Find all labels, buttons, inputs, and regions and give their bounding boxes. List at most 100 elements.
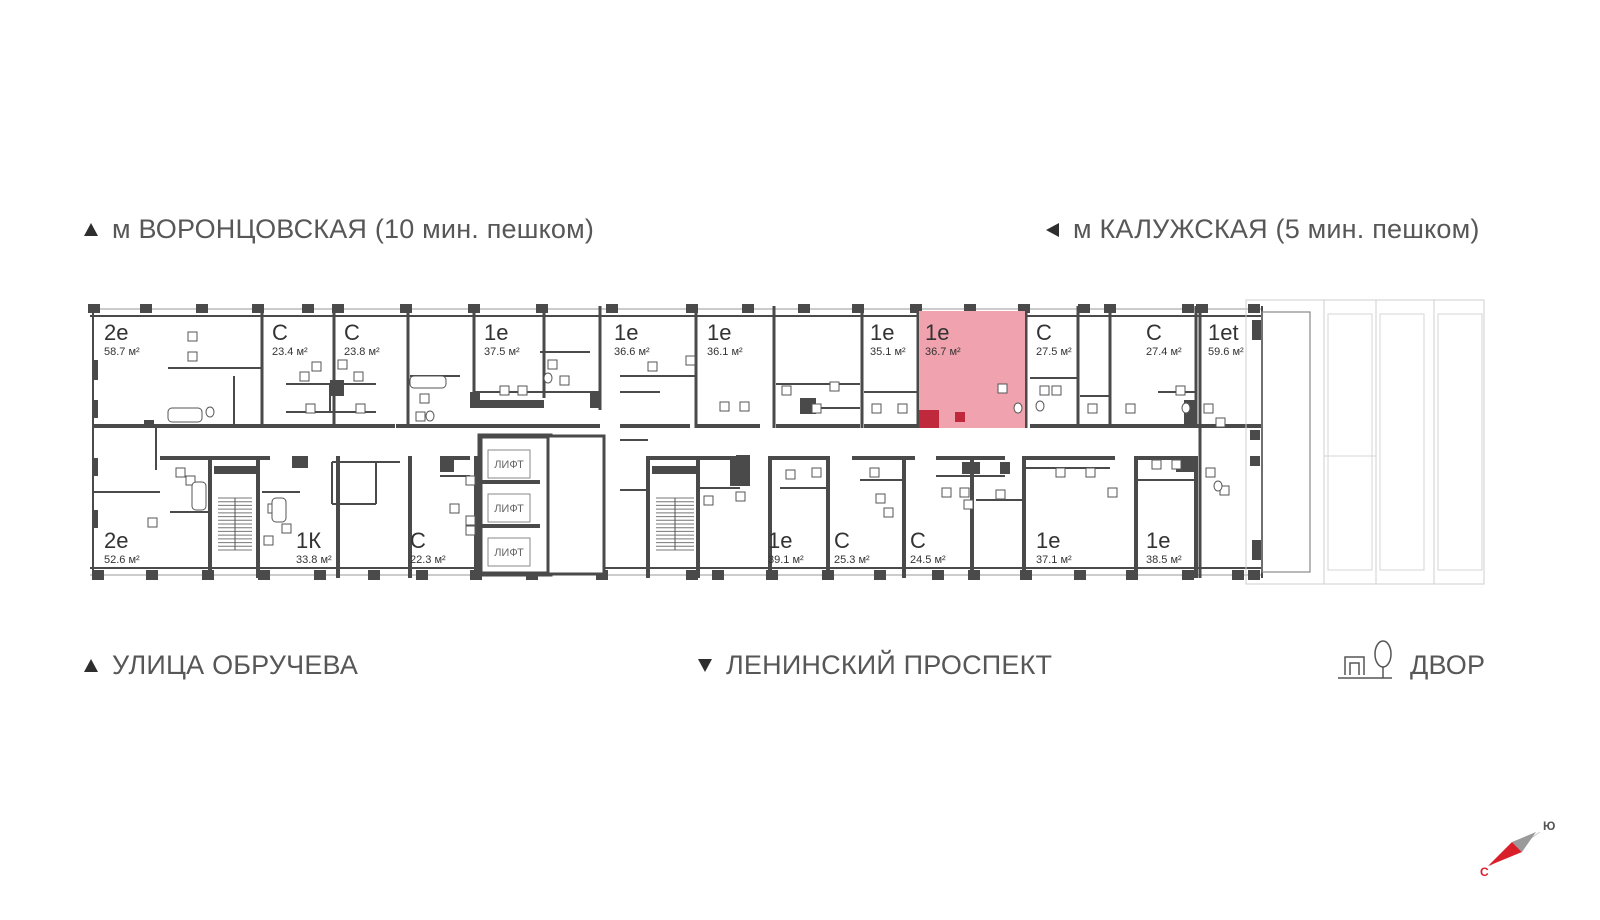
bathtub <box>191 481 207 511</box>
lift-cabin <box>487 537 531 567</box>
bathroom-fixture <box>735 491 746 502</box>
bathroom-fixture <box>1087 403 1098 414</box>
partition-top <box>772 306 776 428</box>
bathroom-fixture <box>263 535 274 546</box>
column-top <box>1182 304 1194 313</box>
column-top <box>400 304 412 313</box>
partition-top <box>1198 306 1202 578</box>
column-bottom <box>712 570 724 580</box>
compass-south-arrow <box>1512 832 1536 852</box>
apartment-type: 1e <box>1146 528 1170 553</box>
bathroom-fixture <box>1205 467 1216 478</box>
apartment-type: 1e <box>484 320 508 345</box>
partition-top <box>1194 306 1198 428</box>
partition-bottom <box>1134 456 1138 578</box>
lift-label: ЛИФТ <box>494 459 524 471</box>
lift-divider <box>480 524 540 528</box>
column-bottom <box>932 570 944 580</box>
lift-label: ЛИФТ <box>494 503 524 515</box>
apartment-area: 38.5 м² <box>1146 554 1182 566</box>
terrace-boundary <box>1245 299 1485 585</box>
bathroom-fixture <box>829 381 840 392</box>
partition-top <box>332 306 336 428</box>
compass-north-label: С <box>1480 865 1489 879</box>
bathroom-fixture <box>187 331 198 342</box>
column-bottom <box>874 570 886 580</box>
compass-north-arrow <box>1488 842 1522 866</box>
apartment-type: С <box>910 528 926 553</box>
partition-top <box>598 306 602 410</box>
bathroom-fixture <box>415 411 426 422</box>
corridor-wall-top <box>776 424 860 428</box>
corridor-wall-bottom <box>160 456 270 460</box>
bathroom-fixture <box>811 467 822 478</box>
bathroom-fixture <box>353 371 364 382</box>
apartment-area: 23.4 м² <box>272 346 308 358</box>
bathtub <box>271 497 287 523</box>
bathroom-fixture <box>419 393 430 404</box>
column-top <box>332 304 344 313</box>
apartment-type: 2e <box>104 320 128 345</box>
bathroom-fixture <box>299 371 310 382</box>
bathroom-fixture <box>517 385 528 396</box>
corridor-wall-top <box>92 424 395 428</box>
structural-block <box>1252 540 1262 560</box>
partition-bottom <box>336 456 340 578</box>
structural-block <box>470 392 480 408</box>
apartment-type: 2e <box>104 528 128 553</box>
structural-block <box>590 392 600 408</box>
column-top <box>88 304 100 313</box>
apartment-type: С <box>272 320 288 345</box>
fixtures <box>147 331 1230 546</box>
apartment-type: 1К <box>296 528 321 553</box>
apartment-area: 33.8 м² <box>296 554 332 566</box>
bathroom-fixture <box>465 515 476 526</box>
corridor-wall-top <box>396 424 470 428</box>
apartment-type: 1e <box>707 320 731 345</box>
partition-bottom <box>826 456 830 578</box>
bathroom-fixture <box>187 351 198 362</box>
selected-apartment[interactable] <box>919 311 1025 428</box>
apartment-area: 39.1 м² <box>768 554 804 566</box>
column-top <box>536 304 548 313</box>
bathroom-fixture <box>739 401 750 412</box>
partition-top <box>694 306 698 428</box>
apartment-area: 24.5 м² <box>910 554 946 566</box>
corridor-wall-top <box>466 424 600 428</box>
column-top <box>196 304 208 313</box>
bathroom-fixture <box>281 523 292 534</box>
bathroom-fixture <box>449 503 460 514</box>
column-bottom <box>1232 570 1244 580</box>
apartment-type: С <box>410 528 426 553</box>
corridor-wall-bottom <box>440 456 470 460</box>
apartment-area: 25.3 м² <box>834 554 870 566</box>
toilet <box>1213 480 1223 492</box>
partition-top <box>860 306 864 428</box>
corridor-wall-bottom <box>1026 456 1115 460</box>
apartment-type: С <box>344 320 360 345</box>
column-bottom <box>146 570 158 580</box>
column-top <box>1078 304 1090 313</box>
label-bottom-right: ДВОР <box>1410 650 1485 681</box>
column-top <box>252 304 264 313</box>
label-bottom-center: ЛЕНИНСКИЙ ПРОСПЕКТ <box>698 650 1052 681</box>
courtyard-icon <box>1338 640 1392 679</box>
bathroom-fixture <box>883 507 894 518</box>
partition-top <box>406 306 410 428</box>
column-bottom <box>416 570 428 580</box>
compass-icon: СЮ <box>1480 819 1555 879</box>
bathroom-fixture <box>647 361 658 372</box>
column-bottom <box>686 570 698 580</box>
structural-block <box>92 510 98 528</box>
bathroom-fixture <box>1051 385 1062 396</box>
apartment-area: 59.6 м² <box>1208 346 1244 358</box>
column-top <box>798 304 810 313</box>
lift-cabin <box>487 493 531 523</box>
label-top-left-text: м ВОРОНЦОВСКАЯ (10 мин. пешком) <box>112 214 595 244</box>
column-bottom <box>1126 570 1138 580</box>
bathroom-fixture <box>1107 487 1118 498</box>
column-bottom <box>314 570 326 580</box>
bathroom-fixture <box>147 517 158 528</box>
partition-top <box>1108 306 1112 428</box>
